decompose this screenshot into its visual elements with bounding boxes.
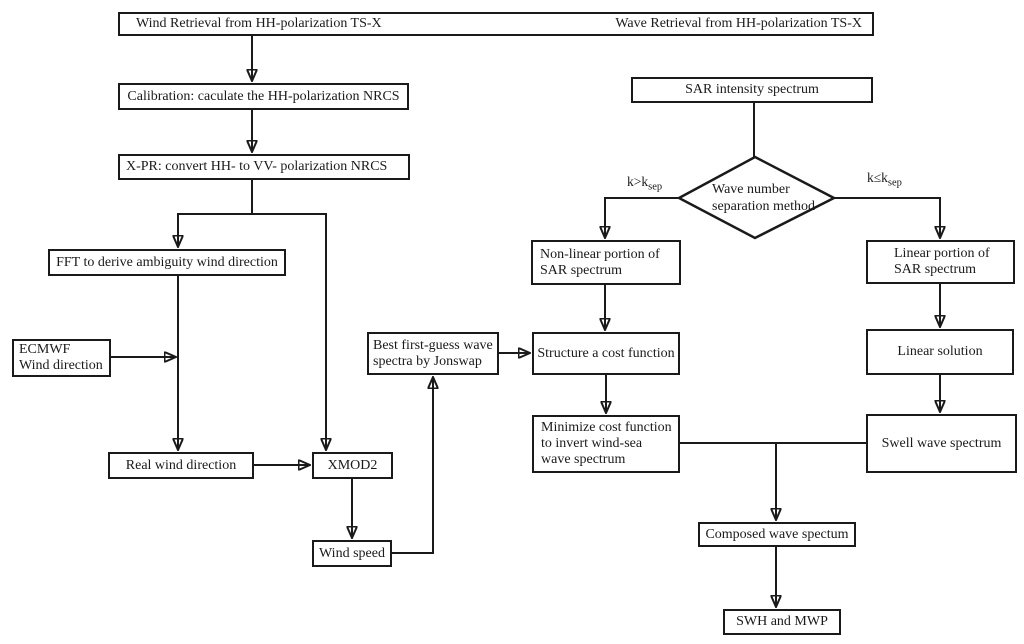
label-k-greater-ksep: k>ksep (627, 174, 663, 193)
edge-windspeed-to-bestguess (392, 377, 433, 554)
label-k-lessequal-ksep: k≤ksep (867, 170, 902, 189)
box-swh-and-mwp: SWH and MWP (723, 609, 841, 635)
decision-line1: Wave number (712, 182, 790, 197)
decision-wave-number-separation: Wave number separation method (712, 181, 815, 215)
box-minimize-line3: wave spectrum (541, 452, 626, 467)
box-best-first-guess: Best first-guess wave spectra by Jonswap (367, 332, 499, 375)
box-linear-solution-label: Linear solution (897, 344, 983, 359)
box-best-first-guess-line1: Best first-guess wave (373, 337, 493, 353)
box-swell-wave-spectrum-label: Swell wave spectrum (881, 435, 1002, 451)
box-nonlinear-line2: SAR spectrum (540, 262, 623, 278)
decision-diamond-shape (676, 155, 837, 240)
header-left-label: Wind Retrieval from HH-polarization TS-X (136, 16, 382, 31)
box-wind-speed-label: Wind speed (319, 545, 385, 561)
box-ecmwf-line1: ECMWF (19, 342, 71, 357)
box-calibration: Calibration: caculate the HH-polarizatio… (118, 83, 409, 110)
box-linear-portion-line2: SAR spectrum (894, 262, 977, 277)
box-nonlinear-portion: Non-linear portion of SAR spectrum (531, 240, 681, 285)
box-fft: FFT to derive ambiguity wind direction (48, 249, 286, 276)
box-calibration-label: Calibration: caculate the HH-polarizatio… (127, 88, 400, 104)
box-composed-wave-spectrum-label: Composed wave spectum (705, 526, 849, 542)
edge-diamond-to-linearportion (833, 197, 940, 238)
box-ecmwf-line2: Wind direction (19, 358, 103, 373)
box-linear-portion: Linear portion of SAR spectrum (866, 240, 1015, 284)
box-minimize-line1: Minimize cost function (541, 420, 672, 435)
box-sar-intensity-spectrum: SAR intensity spectrum (631, 77, 873, 103)
decision-line2: separation method (712, 199, 816, 214)
box-xpr: X-PR: convert HH- to VV- polarization NR… (118, 154, 410, 180)
box-composed-wave-spectrum: Composed wave spectum (698, 522, 856, 547)
box-nonlinear-line1: Non-linear portion of (540, 246, 660, 262)
header-right-label: Wave Retrieval from HH-polarization TS-X (615, 16, 862, 31)
box-structure-cost-function-label: Structure a cost function (537, 345, 675, 361)
box-structure-cost-function: Structure a cost function (532, 332, 680, 375)
box-xpr-label: X-PR: convert HH- to VV- polarization NR… (126, 159, 388, 174)
box-minimize-line2: to invert wind-sea (541, 436, 643, 451)
box-ecmwf: ECMWF Wind direction (12, 339, 111, 377)
box-linear-portion-line1: Linear portion of (894, 246, 990, 261)
box-real-wind-direction: Real wind direction (108, 452, 254, 479)
box-real-wind-direction-label: Real wind direction (125, 457, 237, 473)
box-xmod2-label: XMOD2 (327, 457, 378, 473)
edge-diamond-to-nonlinear (605, 197, 680, 238)
box-fft-label: FFT to derive ambiguity wind direction (56, 254, 278, 270)
box-best-first-guess-line2: spectra by Jonswap (373, 353, 482, 369)
box-sar-intensity-spectrum-label: SAR intensity spectrum (685, 82, 819, 97)
box-header: Wind Retrieval from HH-polarization TS-X… (118, 12, 874, 36)
box-linear-solution: Linear solution (866, 329, 1014, 375)
box-wind-speed: Wind speed (312, 540, 392, 567)
box-xmod2: XMOD2 (312, 452, 393, 479)
box-swh-and-mwp-label: SWH and MWP (736, 614, 828, 629)
box-minimize-cost-function: Minimize cost function to invert wind-se… (532, 415, 680, 473)
box-swell-wave-spectrum: Swell wave spectrum (866, 414, 1017, 473)
